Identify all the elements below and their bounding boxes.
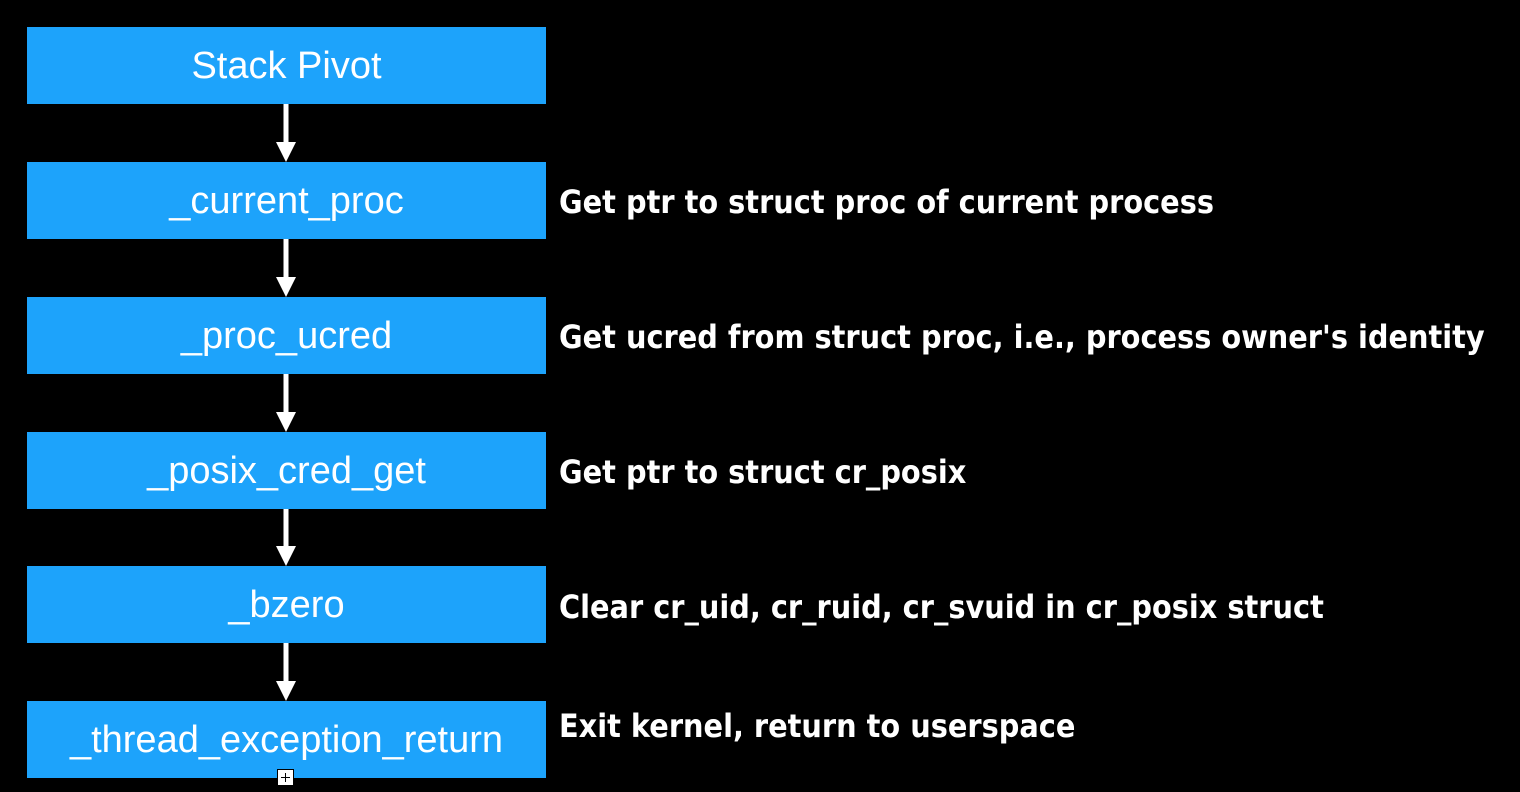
description-thread-exception-return: Exit kernel, return to userspace: [559, 707, 1076, 745]
description-current-proc: Get ptr to struct proc of current proces…: [559, 183, 1214, 221]
arrow-down-3: [276, 374, 296, 432]
step-box-proc-ucred[interactable]: _proc_ucred: [27, 297, 546, 374]
step-box-thread-exception-return[interactable]: _thread_exception_return: [27, 701, 546, 778]
arrow-down-2: [276, 239, 296, 297]
step-box-current-proc[interactable]: _current_proc: [27, 162, 546, 239]
arrow-down-1: [276, 104, 296, 162]
description-bzero: Clear cr_uid, cr_ruid, cr_svuid in cr_po…: [559, 588, 1324, 626]
step-box-bzero[interactable]: _bzero: [27, 566, 546, 643]
arrow-down-5: [276, 643, 296, 701]
description-proc-ucred: Get ucred from struct proc, i.e., proces…: [559, 318, 1485, 356]
description-posix-cred-get: Get ptr to struct cr_posix: [559, 453, 967, 491]
step-box-stack-pivot[interactable]: Stack Pivot: [27, 27, 546, 104]
expand-handle-icon[interactable]: [277, 769, 294, 786]
arrow-down-4: [276, 509, 296, 566]
step-box-posix-cred-get[interactable]: _posix_cred_get: [27, 432, 546, 509]
